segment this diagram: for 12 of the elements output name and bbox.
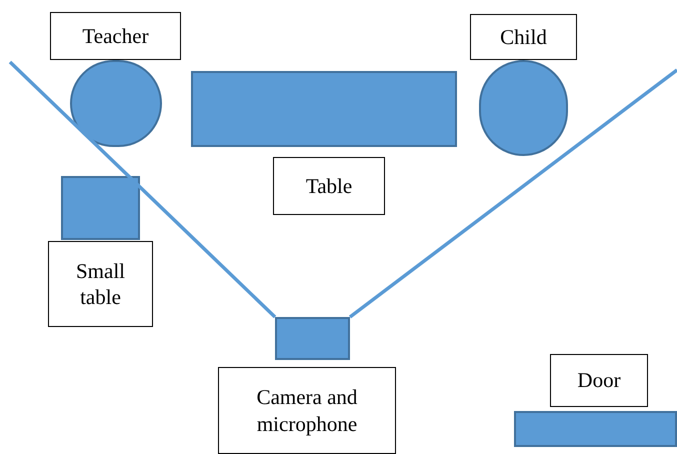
label-box: Table [273,157,385,215]
rectangle-shape [275,317,350,360]
label-box: Small table [48,241,153,327]
rectangle-shape [61,176,140,240]
bar-shape [514,411,677,447]
sight-line [8,60,276,318]
rectangle-shape [191,71,457,147]
label-box: Door [550,354,648,407]
label-box: Child [470,14,577,60]
label-box: Camera and microphone [218,367,396,454]
sight-line [348,68,677,318]
label-box: Teacher [50,12,181,60]
